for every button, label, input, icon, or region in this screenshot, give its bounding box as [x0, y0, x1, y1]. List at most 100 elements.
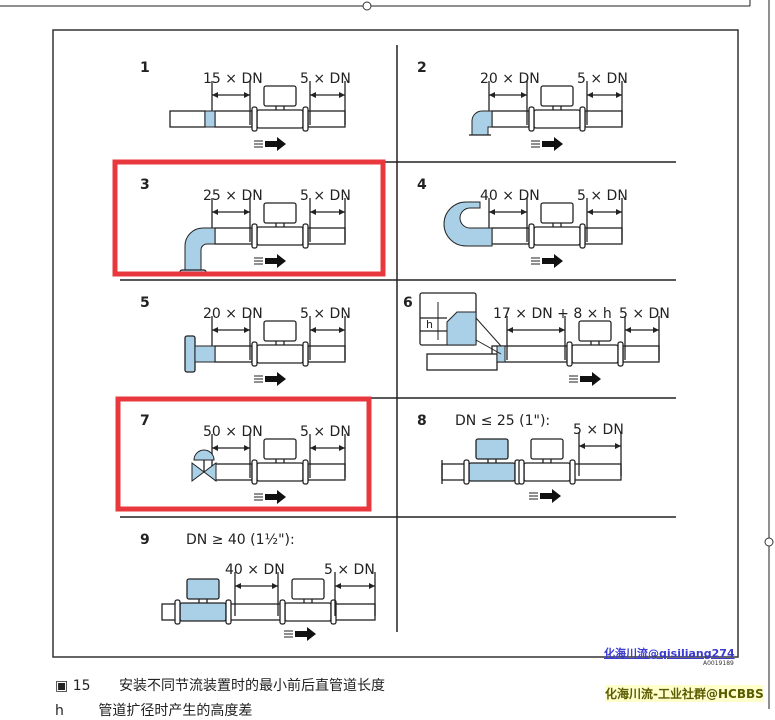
transmitter-head: [475, 438, 509, 460]
case-number: 6: [403, 295, 413, 311]
case-number: 4: [417, 177, 427, 193]
figure-caption: ▣ 15 安装不同节流装置时的最小前后直管道长度: [55, 675, 385, 695]
dim-label: 5 × DN: [300, 306, 351, 322]
transmitter-head: [263, 202, 297, 224]
small-pipe: [426, 353, 498, 371]
dim-label: 25 × DN: [203, 188, 263, 204]
flow-arrow-icon: [265, 254, 286, 268]
condition-label: DN ≥ 40 (1½"):: [186, 532, 295, 548]
flange: [518, 459, 525, 485]
flow-arrow-icon: [295, 627, 316, 641]
dim-label: 5 × DN: [577, 71, 628, 87]
flow-arrow-icon: [540, 489, 561, 503]
pipe: [584, 227, 623, 245]
dim-label: 5 × DN: [324, 562, 375, 578]
flange: [569, 459, 576, 485]
pipe: [584, 110, 623, 128]
flange: [463, 459, 470, 485]
legend-text: 管道扩径时产生的高度差: [98, 703, 253, 719]
installation-case-5: 5 20 × DN 5 × DN: [140, 295, 351, 386]
transmitter-head: [530, 438, 564, 460]
flange: [528, 106, 535, 132]
meter-body: [523, 462, 571, 482]
expansion-detail-inset: h: [419, 292, 477, 346]
pipe: [214, 463, 253, 481]
meter-body: [256, 226, 304, 246]
meter-body: [571, 344, 619, 364]
flow-arrow-icon: [542, 254, 563, 268]
meter-body: [533, 226, 581, 246]
installation-case-9: 9 DN ≥ 40 (1½"): 40 × DN 5 × DN: [140, 532, 376, 641]
transmitter-head: [186, 578, 220, 600]
flow-arrow-icon: [265, 490, 286, 504]
callout-line: [475, 339, 502, 355]
meter-body: [533, 109, 581, 129]
pipe: [491, 227, 530, 245]
dim-label: 5 × DN: [300, 188, 351, 204]
height-label: h: [426, 318, 433, 331]
watermark-top: 化海川流@qisiliang274: [604, 647, 735, 660]
legend-key: h: [55, 703, 64, 719]
meter-body: [256, 462, 304, 482]
figure-frame: [52, 29, 739, 658]
transmitter-head: [540, 202, 574, 224]
transmitter-head: [263, 438, 297, 460]
flange: [579, 223, 586, 249]
callout-line: [475, 317, 502, 347]
installation-case-4: 4 40 × DN 5 × DN: [417, 177, 628, 268]
case-number: 8: [417, 413, 427, 429]
pipe: [214, 110, 253, 128]
dim-label: 50 × DN: [203, 424, 263, 440]
pipe: [307, 110, 346, 128]
dim-label: 40 × DN: [225, 562, 285, 578]
transmitter-head: [540, 85, 574, 107]
meter-body: [256, 109, 304, 129]
dim-label: 17 × DN + 8 × h: [493, 306, 612, 322]
dim-label: 5 × DN: [300, 424, 351, 440]
transmitter-head: [263, 320, 297, 342]
meter-body: [468, 462, 516, 482]
flange: [251, 106, 258, 132]
tee-flange: [184, 335, 196, 373]
flange: [251, 341, 258, 367]
dim-label: 20 × DN: [203, 306, 263, 322]
pipe: [307, 463, 346, 481]
watermark-bottom: 化海川流-工业社群@HCBBS: [605, 685, 764, 702]
figure-number: 15: [72, 678, 91, 694]
highlight-box-case-3: [112, 159, 386, 277]
case-number: 5: [140, 295, 150, 311]
elbow: [471, 110, 493, 136]
flange: [225, 599, 232, 625]
meter-body: [284, 602, 332, 622]
elbow: [184, 227, 216, 271]
figure-icon: ▣ 15: [55, 678, 91, 694]
flow-arrow-icon: [542, 137, 563, 151]
flange: [251, 223, 258, 249]
dim-arrow: [507, 327, 565, 333]
pipe: [622, 345, 660, 363]
case-number: 9: [140, 532, 150, 548]
flange: [302, 459, 309, 485]
tee: [194, 345, 216, 363]
dim-label: 5 × DN: [577, 188, 628, 204]
flange: [251, 459, 258, 485]
resize-handle-top: [362, 1, 372, 11]
legend-row: h 管道扩径时产生的高度差: [55, 700, 252, 720]
flow-arrow-icon: [265, 372, 286, 386]
meter-body: [179, 602, 227, 622]
flange: [617, 341, 624, 367]
highlight-box-case-7: [115, 396, 372, 512]
transmitter-head: [578, 320, 612, 342]
meter-body: [256, 344, 304, 364]
flow-arrow-icon: [580, 372, 601, 386]
dim-label: 40 × DN: [480, 188, 540, 204]
pipe: [491, 110, 530, 128]
condition-label: DN ≤ 25 (1"):: [455, 413, 550, 429]
transmitter-head: [263, 85, 297, 107]
